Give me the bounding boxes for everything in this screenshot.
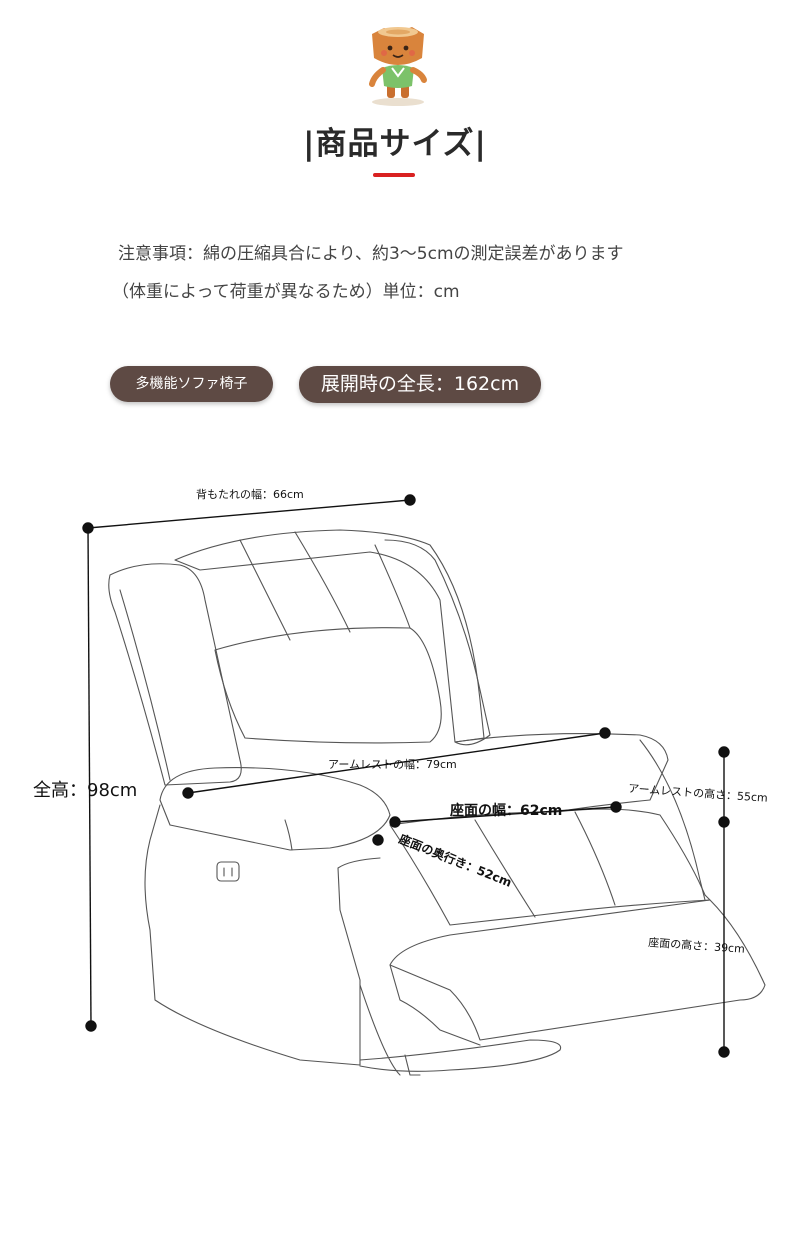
seat-depth-label: 座面の奥行き：52cm [396,830,514,889]
seat-width-label: 座面の幅：62cm [450,802,562,819]
armrest-width-label: アームレストの幅：79cm [328,758,457,771]
sofa-drawing [108,529,766,1076]
backrest-width-label: 背もたれの幅：66cm [196,487,304,501]
product-type-badge: 多機能ソファ椅子 [110,366,273,402]
full-length-badge: 展開時の全長：162cm [299,366,541,403]
seat-height-label: 座面の高さ：39cm [648,935,746,956]
total-height-label: 全高：98cm [33,780,137,801]
page-title: |商品サイズ| [303,126,487,162]
unit-note: （体重によって荷重が異なるため）単位：cm [112,282,460,302]
armrest-height-label: アームレストの高さ：55cm [628,781,768,805]
title-accent-bar [373,173,415,177]
tree-stump-mascot-icon [369,27,427,106]
measurement-note: 注意事項：綿の圧縮具合により、約3〜5cmの測定誤差があります [118,244,624,264]
dimension-lines [82,494,730,1058]
